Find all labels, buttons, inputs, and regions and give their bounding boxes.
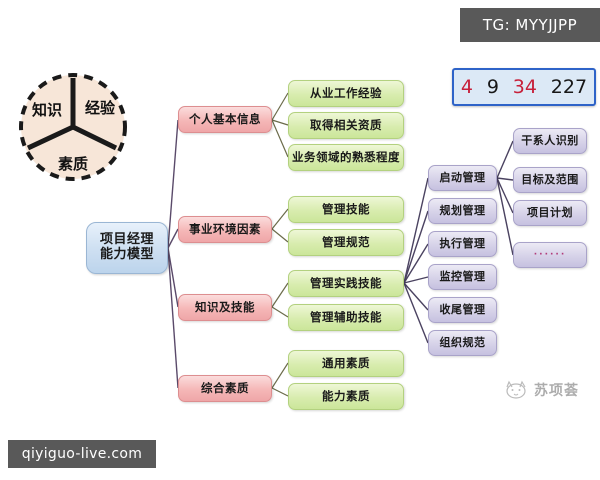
number-value-3: 34: [512, 75, 537, 98]
node-branch-enterprise-env[interactable]: 事业环境因素: [178, 216, 272, 243]
node-leaf-management-standard[interactable]: 管理规范: [288, 229, 404, 256]
node-process-org-standard[interactable]: 组织规范: [428, 330, 497, 356]
node-branch-personal-info[interactable]: 个人基本信息: [178, 106, 272, 133]
number-value-4: 227: [550, 75, 588, 98]
node-leaf-domain-familiarity[interactable]: 业务领域的熟悉程度: [288, 144, 404, 171]
node-process-closing[interactable]: 收尾管理: [428, 297, 497, 323]
node-leaf-management-practice[interactable]: 管理实践技能: [288, 270, 404, 297]
node-process-executing[interactable]: 执行管理: [428, 231, 497, 257]
node-process-planning[interactable]: 规划管理: [428, 198, 497, 224]
knowledge-venn-diagram: 知识 经验 素质: [19, 73, 127, 181]
brand-logo: 苏项荟: [503, 375, 593, 405]
node-process-monitoring[interactable]: 监控管理: [428, 264, 497, 290]
node-leaf-management-auxiliary[interactable]: 管理辅助技能: [288, 304, 404, 331]
venn-label-experience: 经验: [85, 99, 116, 117]
node-detail-goal-scope[interactable]: 目标及范围: [513, 167, 587, 193]
node-detail-stakeholder[interactable]: 干系人识别: [513, 128, 587, 154]
node-center[interactable]: 项目经理 能力模型: [86, 222, 168, 274]
node-leaf-ability-quality[interactable]: 能力素质: [288, 383, 404, 410]
node-leaf-qualification[interactable]: 取得相关资质: [288, 112, 404, 139]
node-leaf-general-quality[interactable]: 通用素质: [288, 350, 404, 377]
venn-label-quality: 素质: [58, 155, 88, 173]
node-center-line2: 能力模型: [99, 247, 154, 262]
node-branch-comprehensive[interactable]: 综合素质: [178, 375, 272, 402]
number-strip: 4 9 34 227: [452, 68, 596, 106]
number-value-1: 4: [460, 75, 473, 98]
node-leaf-work-experience[interactable]: 从业工作经验: [288, 80, 404, 107]
node-center-line1: 项目经理: [99, 232, 154, 248]
node-branch-knowledge-skill[interactable]: 知识及技能: [178, 294, 272, 321]
logo-text: 苏项荟: [534, 383, 579, 399]
venn-label-knowledge: 知识: [32, 101, 62, 119]
watermark-site: qiyiguo-live.com: [8, 440, 156, 468]
node-leaf-management-skill[interactable]: 管理技能: [288, 196, 404, 223]
watermark-telegram: TG: MYYJJPP: [460, 8, 600, 42]
cat-logo-icon: [506, 380, 526, 399]
node-detail-ellipsis[interactable]: ······: [513, 242, 587, 268]
node-process-initiating[interactable]: 启动管理: [428, 165, 497, 191]
node-detail-project-plan[interactable]: 项目计划: [513, 200, 587, 226]
number-value-2: 9: [486, 75, 499, 98]
